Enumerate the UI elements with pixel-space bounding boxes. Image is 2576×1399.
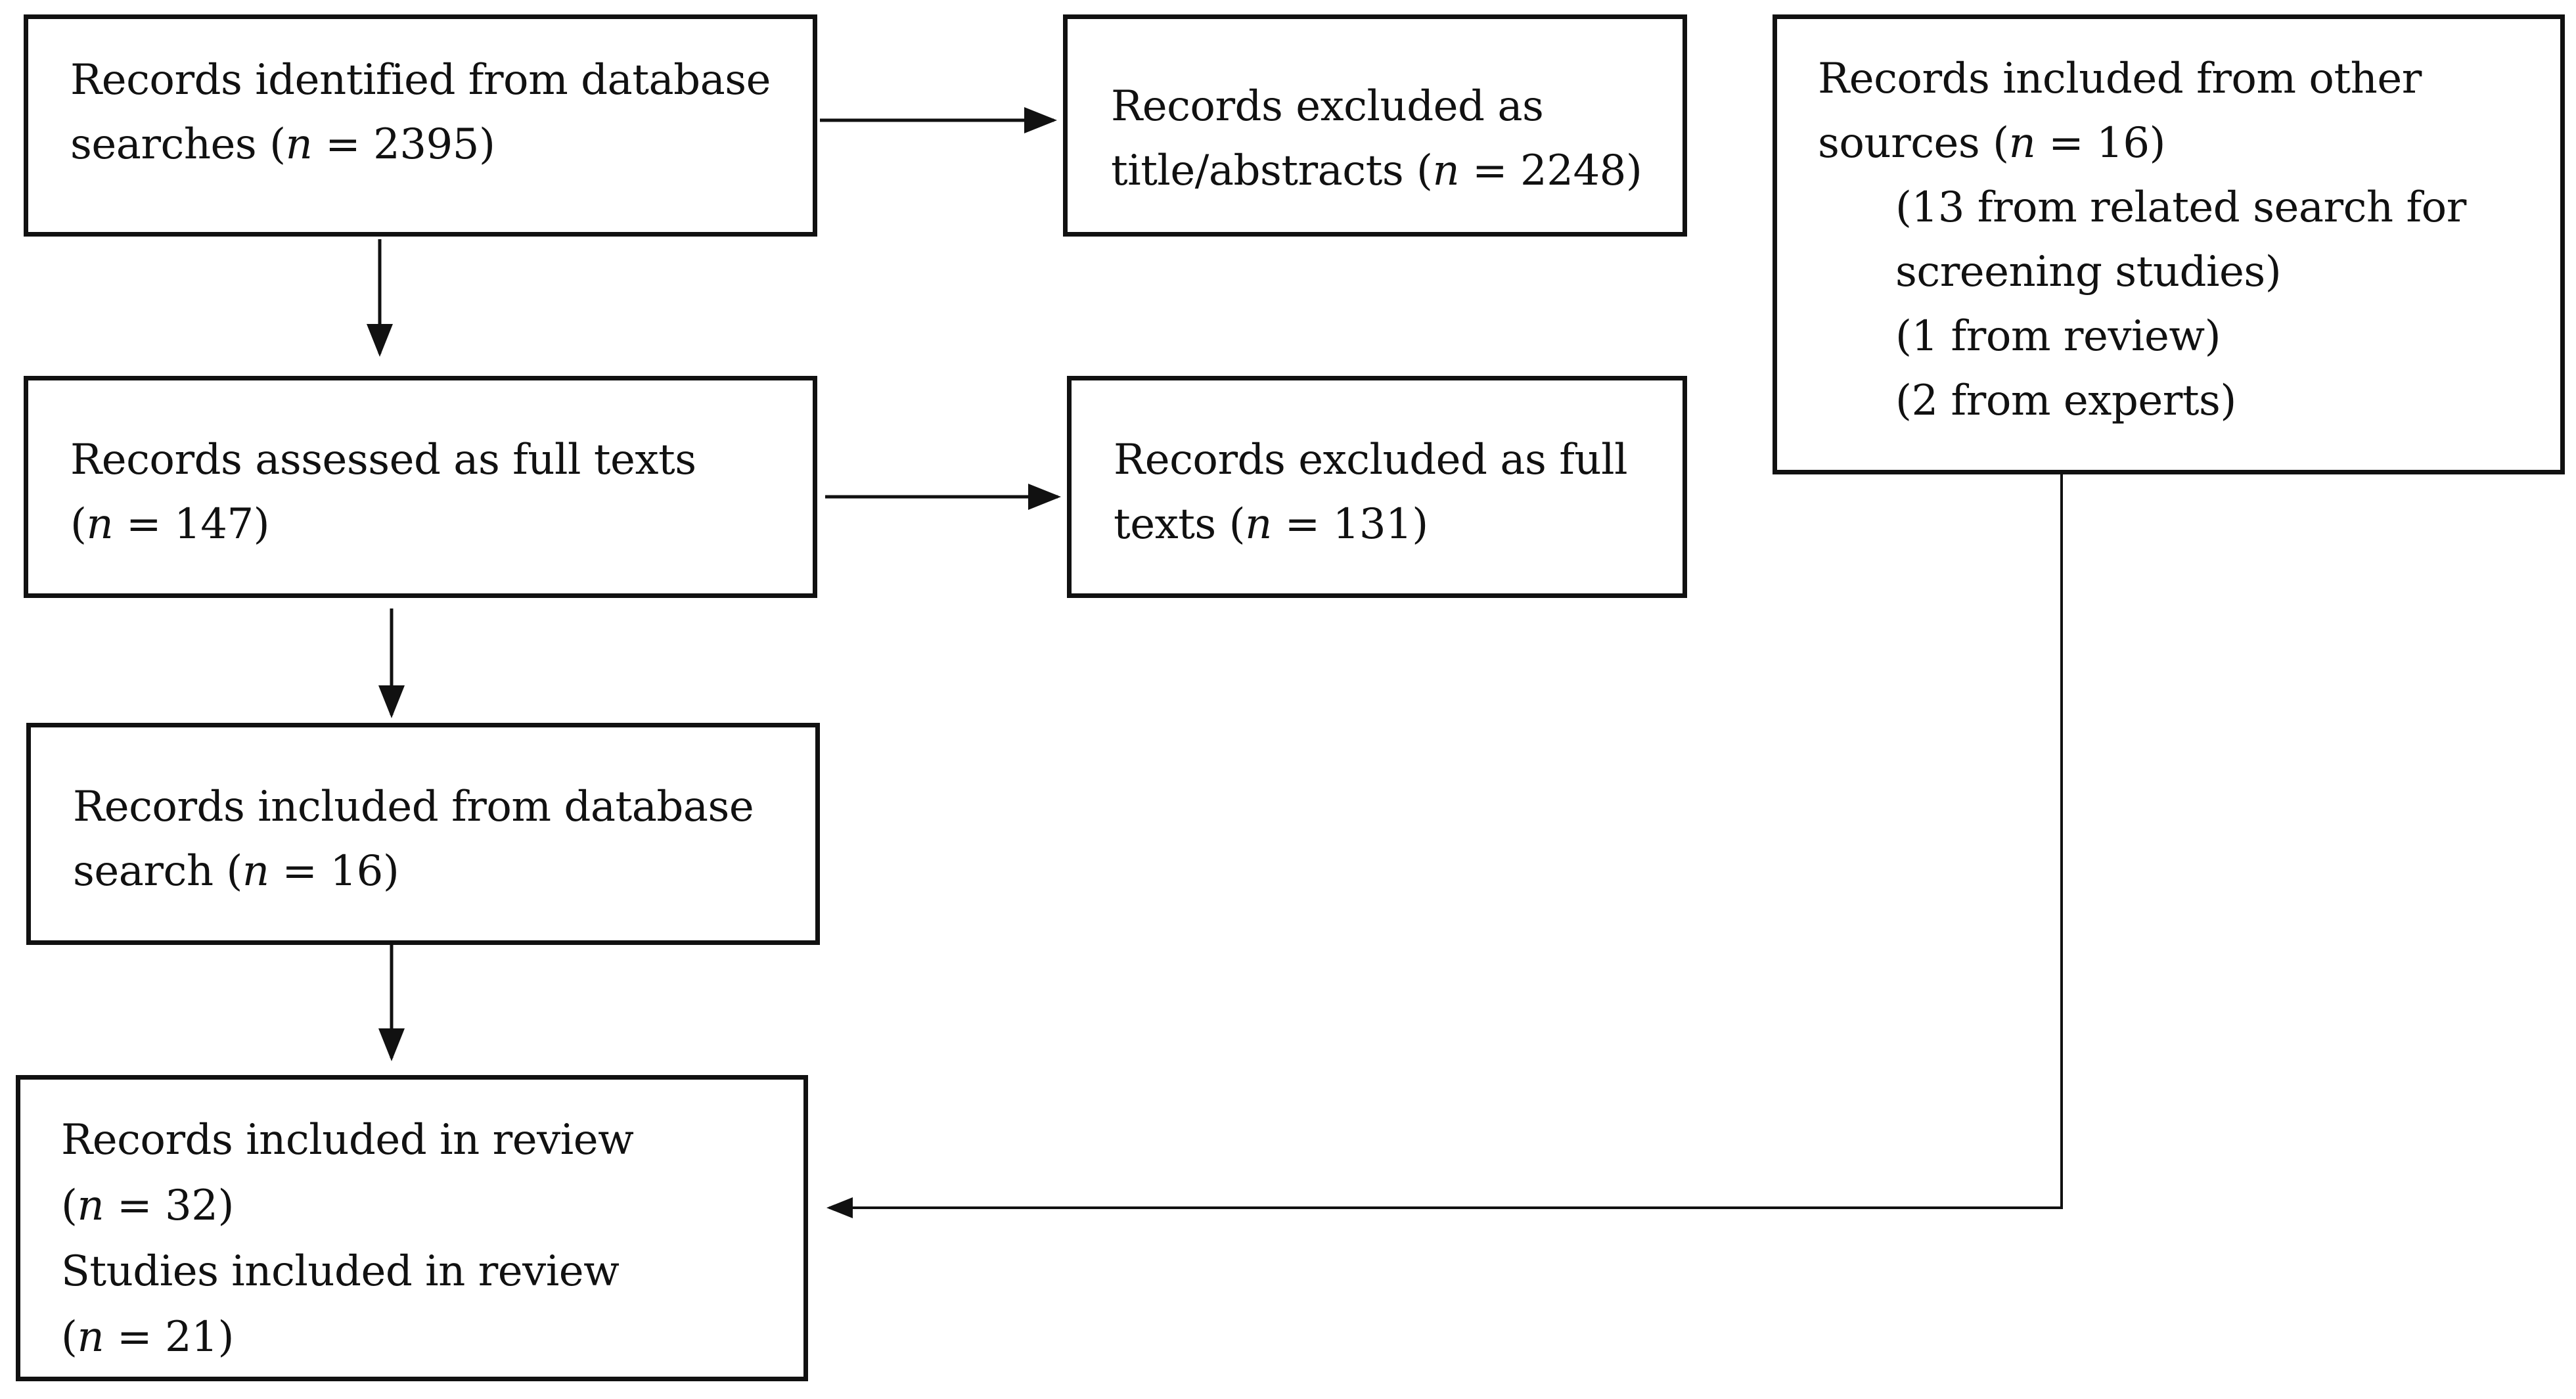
included-review-records-count: (n = 32) [61, 1181, 234, 1230]
database-search-line1: Records identified from database [70, 56, 771, 104]
other-sources-detail3: (1 from review) [1895, 312, 2221, 361]
assessed-count: (n = 147) [70, 500, 270, 549]
arrow-from-other-sources [826, 474, 2063, 1218]
other-sources-detail4: (2 from experts) [1895, 377, 2236, 425]
excluded-title-count: title/abstracts (n = 2248) [1111, 147, 1642, 195]
included-database-count: search (n = 16) [73, 847, 399, 896]
other-sources-detail2: screening studies) [1895, 248, 2282, 296]
other-sources-detail1: (13 from related search for [1895, 183, 2466, 232]
excluded-title-line1: Records excluded as [1111, 82, 1544, 131]
other-sources-line1: Records included from other [1818, 55, 2422, 103]
included-review-studies-count: (n = 21) [61, 1313, 234, 1362]
assessed-line1: Records assessed as full texts [70, 436, 696, 484]
included-database-line1: Records included from database [73, 783, 754, 831]
included-review-line1: Records included in review [61, 1116, 634, 1164]
excluded-full-count: texts (n = 131) [1114, 500, 1428, 549]
box-excluded-title-abstracts: Records excluded as title/abstracts (n =… [1063, 14, 1687, 237]
box-excluded-full-texts: Records excluded as full texts (n = 131) [1067, 376, 1687, 598]
database-search-count: searches (n = 2395) [70, 120, 495, 169]
box-other-sources: Records included from other sources (n =… [1773, 14, 2565, 474]
box-database-search: Records identified from database searche… [24, 14, 817, 237]
other-sources-count: sources (n = 16) [1818, 119, 2165, 168]
box-included-review: Records included in review (n = 32) Stud… [16, 1075, 808, 1381]
box-assessed-full-texts: Records assessed as full texts (n = 147) [24, 376, 817, 598]
excluded-full-line1: Records excluded as full [1114, 436, 1628, 484]
included-review-line3: Studies included in review [61, 1247, 620, 1296]
box-included-database: Records included from database search (n… [26, 723, 820, 945]
